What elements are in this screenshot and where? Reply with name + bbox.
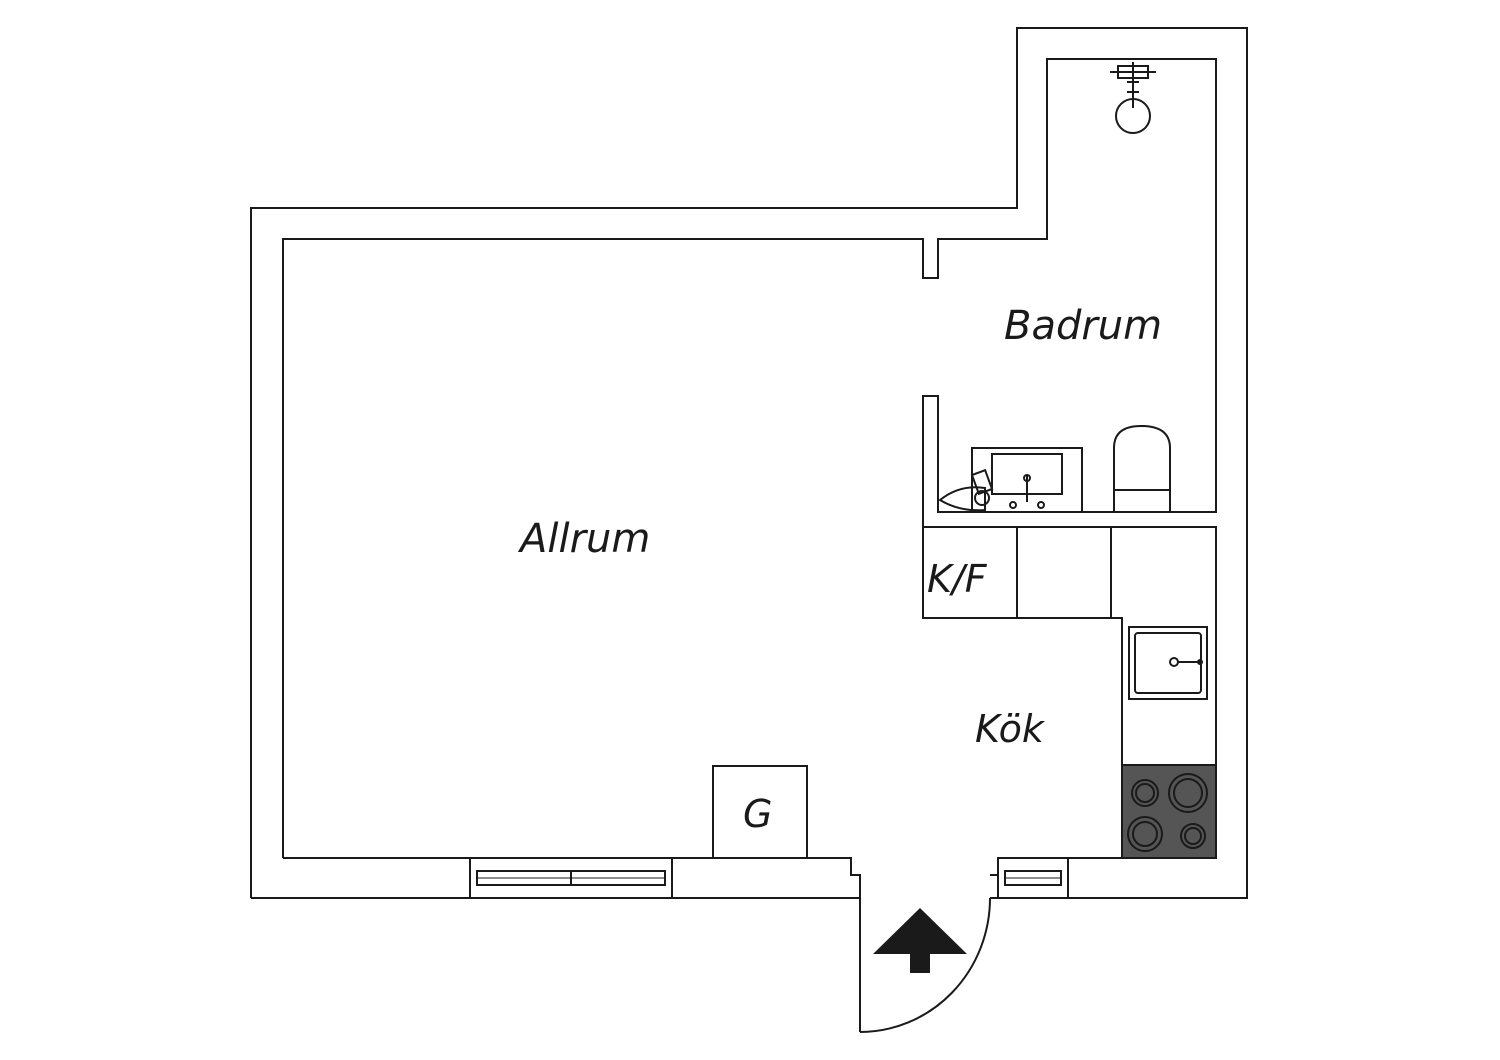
room-label-kf: K/F bbox=[927, 557, 987, 601]
washbasin-icon bbox=[971, 447, 1083, 513]
window-icon bbox=[997, 857, 1069, 899]
door-swing-icon bbox=[859, 897, 991, 1033]
window-icon bbox=[469, 857, 673, 899]
g-box bbox=[712, 765, 808, 859]
inner-wall-bottom-mid bbox=[672, 857, 861, 898]
room-label-g: G bbox=[743, 792, 773, 836]
kitchen-sink-icon bbox=[1128, 626, 1208, 700]
room-label-kok: Kök bbox=[975, 707, 1044, 751]
shower-icon bbox=[1110, 62, 1156, 134]
kitchen-cabinet bbox=[1016, 526, 1112, 619]
room-label-allrum: Allrum bbox=[520, 516, 651, 562]
outer-wall bbox=[250, 27, 1248, 899]
entrance-arrow-icon bbox=[873, 908, 967, 973]
room-label-badrum: Badrum bbox=[1004, 303, 1163, 349]
toiletries-icon bbox=[938, 468, 994, 512]
toilet-icon bbox=[1113, 424, 1171, 512]
inner-wall-allrum bbox=[282, 58, 1217, 859]
stove-icon bbox=[1121, 764, 1217, 859]
